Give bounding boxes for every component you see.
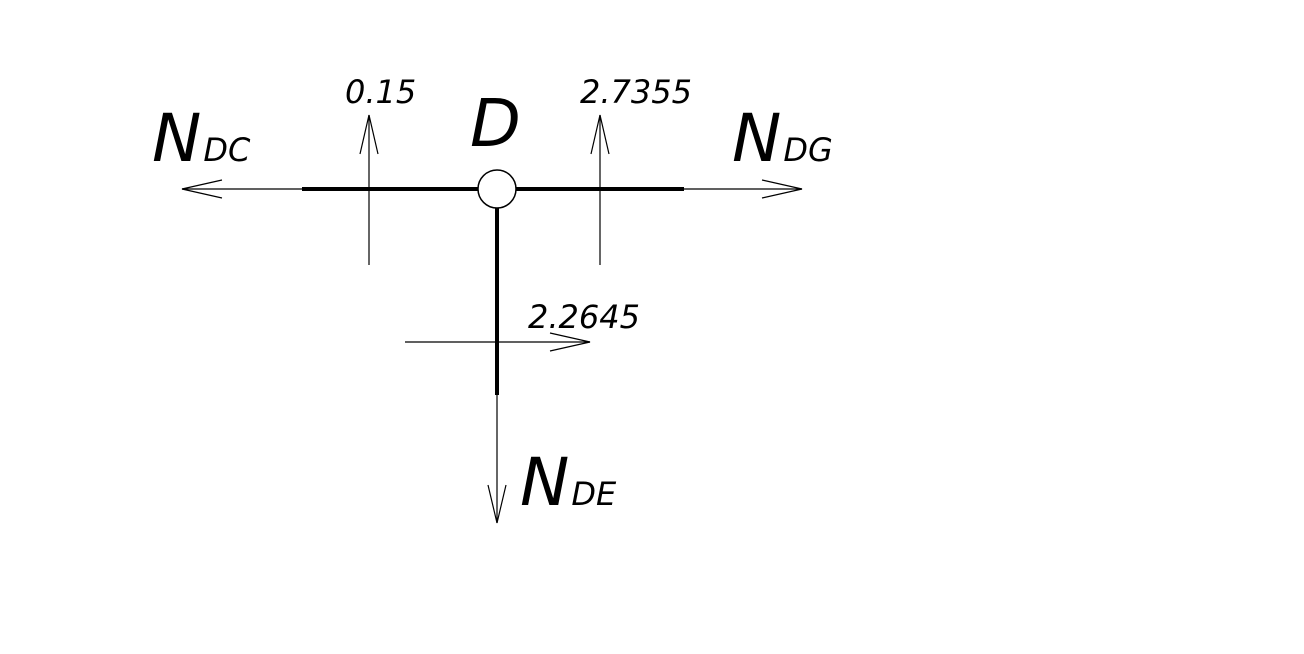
load-arrow-left-up — [359, 114, 379, 265]
load-value-right-up: 2.7355 — [580, 73, 692, 111]
force-arrow-ndg — [684, 179, 803, 199]
force-label-nde: NDE — [520, 444, 617, 521]
force-arrow-ndc — [181, 179, 302, 199]
node-label: D — [470, 85, 521, 162]
force-label-ndc: NDC — [152, 100, 251, 177]
load-arrow-bottom-right — [405, 332, 591, 352]
node-joint — [477, 169, 517, 209]
load-arrow-right-up — [590, 114, 610, 265]
force-arrow-nde — [487, 395, 507, 524]
load-value-bottom-right: 2.2645 — [528, 298, 640, 336]
load-value-left-up: 0.15 — [345, 73, 416, 111]
force-label-ndg: NDG — [732, 100, 833, 177]
